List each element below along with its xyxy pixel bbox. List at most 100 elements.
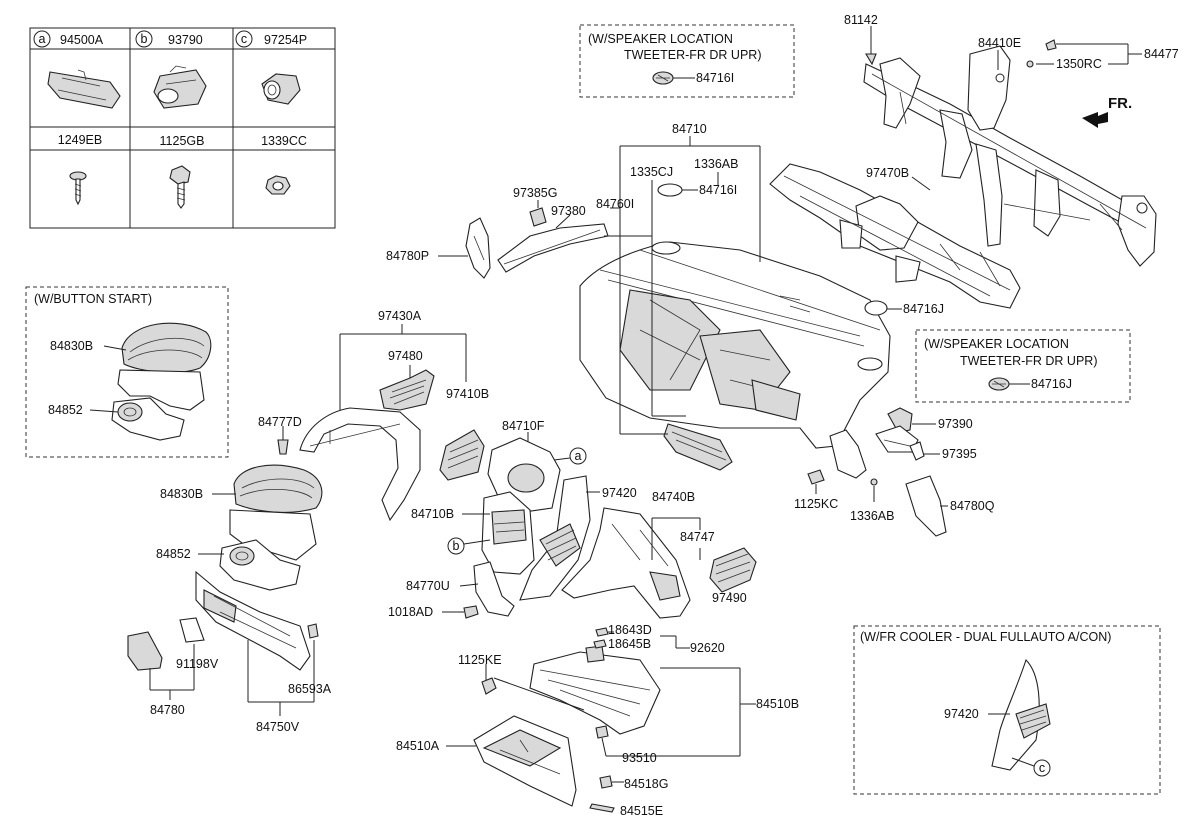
marker-b-diagram-icon [447,537,465,555]
label-1350RC: 1350RC [1056,57,1102,71]
stopper-84515E-icon [589,803,615,813]
fr-cooler-callout: (W/FR COOLER - DUAL FULLAUTO A/CON) 9742… [853,625,1161,795]
bolt-84777D-icon [277,439,289,455]
legend-marker-b: b [141,32,148,46]
cross-member-84410E-icon [863,45,1157,267]
marker-b-diagram: b [453,539,460,553]
clip-18645B-icon [593,639,607,649]
side-cover-84780P-icon [465,217,491,279]
label-97420: 97420 [602,486,637,500]
label-97490: 97490 [712,591,747,605]
label-97430A: 97430A [378,309,422,323]
label-84780P: 84780P [386,249,429,263]
nut-1339CC-icon [265,175,291,195]
pad-91198V-icon [179,617,205,643]
ring-84716J-icon [864,300,888,316]
ring-84716I-icon [657,183,683,197]
label-84780Q: 84780Q [950,499,995,513]
bolt-1125KC-icon [807,469,825,485]
label-84710: 84710 [672,122,707,136]
label-97395: 97395 [942,447,977,461]
label-97470B: 97470B [866,166,909,180]
cluster-fascia-97430A-icon [299,407,421,522]
label-1335CJ: 1335CJ [630,165,673,179]
label-1336AB-bottom: 1336AB [850,509,894,523]
label-1336AB-top: 1336AB [694,157,738,171]
bolt-1125GB-icon [169,165,191,209]
label-84710F: 84710F [502,419,545,433]
duct-97470B-icon [769,163,1021,309]
legend-part-97254P: 97254P [264,33,307,47]
vent-97490-icon [709,547,757,593]
label-84477: 84477 [1144,47,1179,61]
console-panel-84740B-icon [561,507,691,619]
switch-94500A-icon [47,69,121,109]
defrost-nozzle-97380-icon [497,223,609,273]
speaker1-title-line1: (W/SPEAKER LOCATION [588,32,733,46]
label-84750V: 84750V [256,720,300,734]
label-97380: 97380 [551,204,586,218]
button-start-title: (W/BUTTON START) [34,292,152,306]
label-1125KE: 1125KE [458,653,502,667]
switch-panel-84710B-icon [481,491,535,575]
marker-b-icon [135,30,153,48]
marker-a-icon [33,30,51,48]
label-84740B: 84740B [652,490,695,504]
speaker2-title-line1: (W/SPEAKER LOCATION [924,337,1069,351]
marker-c-cooler-icon [1033,759,1051,777]
label-84515E: 84515E [620,804,663,818]
bracket-84770U-icon [473,561,515,617]
screw-1018AD-icon [463,605,479,619]
marker-a-diagram-icon [569,447,587,465]
vent-97480-icon [379,369,435,411]
label-84518G: 84518G [624,777,668,791]
clip-97385G-icon [529,207,547,227]
marker-c-icon [235,30,253,48]
label-84852-box: 84852 [48,403,83,417]
glovebox-84510A-icon [473,715,577,807]
lower-crash-pad-84750V-icon [195,570,311,671]
nut-1336AB-icon [870,478,878,486]
label-84510B: 84510B [756,697,799,711]
side-cover-84780Q-icon [905,475,947,537]
label-84770U: 84770U [406,579,450,593]
speaker1-title-line2: TWEETER-FR DR UPR) [624,48,762,62]
label-84747: 84747 [680,530,715,544]
label-84852: 84852 [156,547,191,561]
speaker-callout-right: (W/SPEAKER LOCATION TWEETER-FR DR UPR) 8… [915,329,1131,403]
label-97410B: 97410B [446,387,489,401]
speaker1-part: 84716I [696,71,734,85]
crash-pad-84710-icon [579,241,891,449]
center-fascia-97420-cooler-icon [991,658,1051,771]
speaker2-title-line2: TWEETER-FR DR UPR) [960,354,1098,368]
legend-fastener-1125GB: 1125GB [160,134,205,148]
glovebox-housing-84510B-icon [529,645,661,735]
front-arrow-icon [1082,112,1108,128]
tweeter-84716I-icon [652,71,674,85]
label-18643D: 18643D [608,623,652,637]
marker-a-diagram: a [575,449,582,463]
label-fr: FR. [1108,95,1132,112]
column-shroud-84852-box-icon [111,397,185,441]
bolt-81142-icon [865,53,877,66]
legend-table: a 94500A b 93790 c 97254P 1249EB 1125GB … [29,27,336,229]
label-84716I: 84716I [699,183,737,197]
clip-18643D-icon [595,627,609,637]
cluster-hood-84830B-icon [229,464,323,561]
label-84777D: 84777D [258,415,302,429]
label-81142: 81142 [844,13,878,27]
label-1125KC: 1125KC [794,497,838,511]
label-97420-cooler: 97420 [944,707,979,721]
speaker-callout-top: (W/SPEAKER LOCATION TWEETER-FR DR UPR) 8… [579,24,795,98]
label-93510: 93510 [622,751,657,765]
bracket-right-lower-icon [829,429,867,479]
bracket-84760I-icon [663,423,733,471]
nut-1350RC-icon [1026,60,1034,68]
label-84780: 84780 [150,703,185,717]
tweeter-84716J-icon [988,377,1010,391]
screw-1125KE-icon [481,677,497,695]
label-84716J: 84716J [903,302,944,316]
clip-97395-icon [909,441,925,461]
speaker2-part: 84716J [1031,377,1072,391]
